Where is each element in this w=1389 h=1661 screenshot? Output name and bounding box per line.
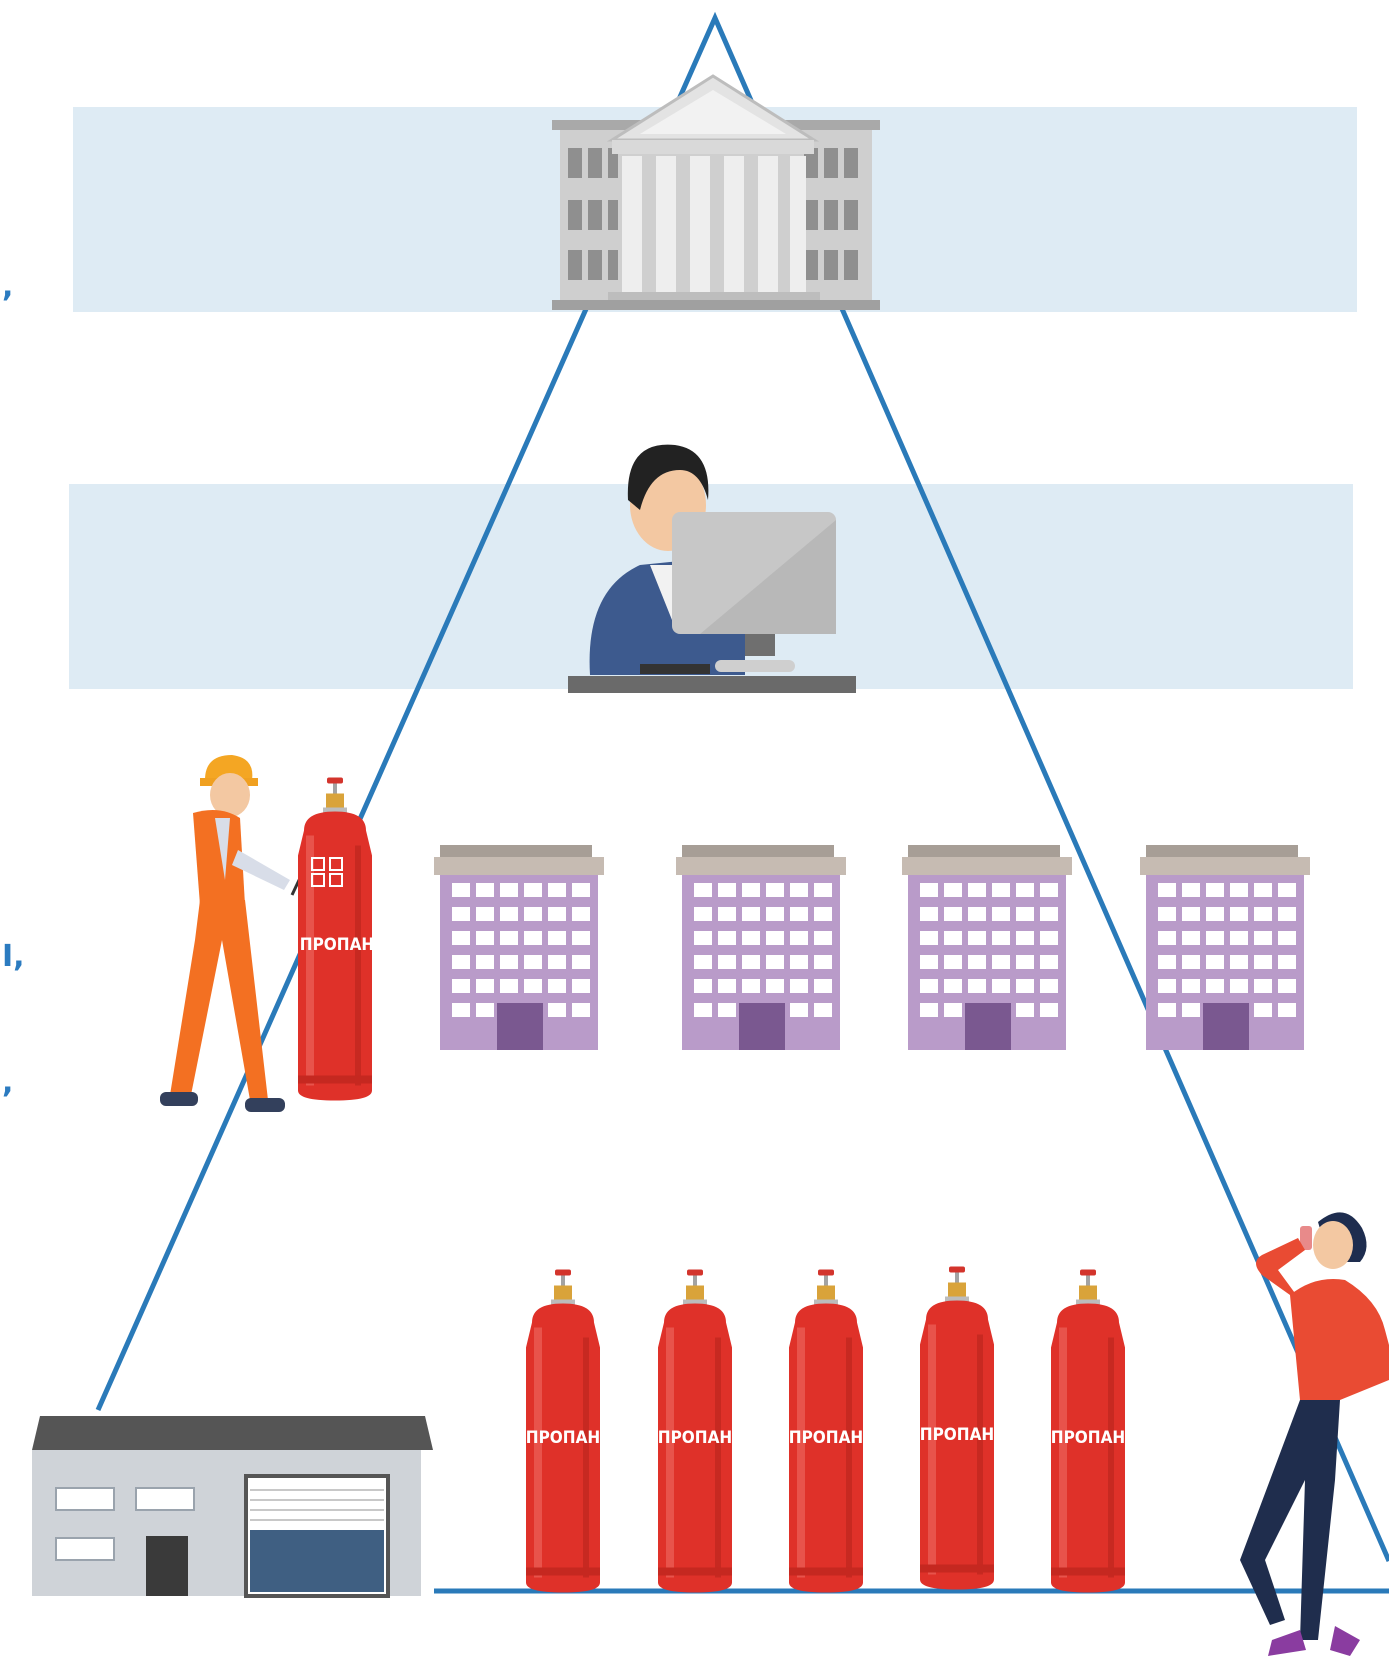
- worker-cylinder-qr-mark: [311, 857, 343, 887]
- cylinder-label: ПРОПАН: [789, 1428, 863, 1448]
- left-edge-text-fragment: ,: [2, 269, 14, 304]
- worker-cylinder-label: ПРОПАН: [300, 935, 374, 955]
- cylinder-label: ПРОПАН: [526, 1428, 600, 1448]
- left-edge-text-fragment: ,: [2, 1065, 14, 1100]
- phone-user-icon: [1240, 1212, 1389, 1656]
- warehouse-icon: [32, 1416, 433, 1598]
- office-worker-icon: [568, 444, 856, 693]
- gas-worker-icon: [160, 755, 320, 1112]
- cylinder-label: ПРОПАН: [920, 1425, 994, 1445]
- left-edge-text-fragment: I,: [2, 939, 25, 974]
- apartment-building-icon: [676, 845, 846, 1050]
- cylinder-label: ПРОПАН: [1051, 1428, 1125, 1448]
- cylinder-label: ПРОПАН: [658, 1428, 732, 1448]
- government-building-icon: [552, 74, 880, 310]
- apartment-building-icon: [1140, 845, 1310, 1050]
- apartment-building-icon: [902, 845, 1072, 1050]
- apartment-building-icon: [434, 845, 604, 1050]
